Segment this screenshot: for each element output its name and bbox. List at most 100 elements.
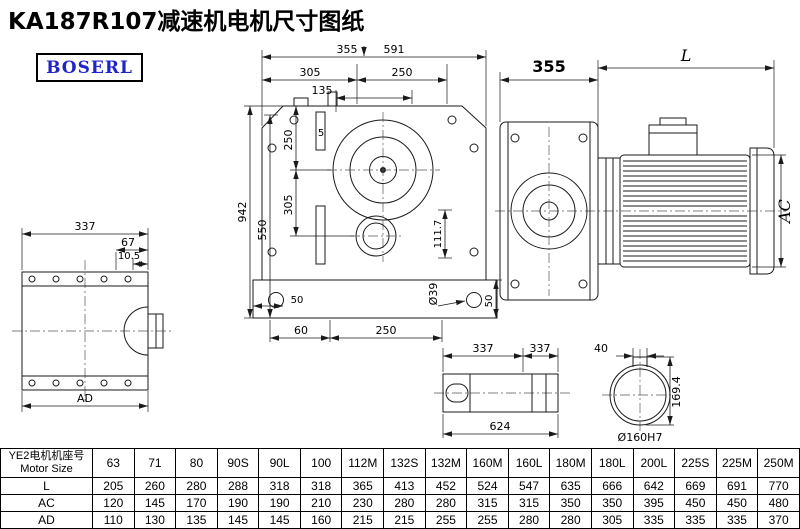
dim-250-bottom: 250 (376, 324, 397, 337)
row-label-ac: AC (0, 494, 93, 512)
dim-value-cell: 450 (674, 494, 717, 512)
motor-size-header-en: Motor Size (20, 463, 73, 475)
motor-size-column-header: 225M (715, 448, 759, 478)
foot-hole-right (466, 292, 482, 308)
dim-value-cell: 365 (341, 477, 385, 495)
shaft-keyway (445, 383, 469, 403)
dim-value-cell: 452 (424, 477, 468, 495)
dim-50-left: 50 (291, 295, 304, 306)
dim-591: 591 (384, 43, 405, 56)
dim-value-cell: 120 (92, 494, 135, 512)
dim-value-cell: 145 (133, 494, 177, 512)
motor-size-column-header: 112M (341, 448, 385, 478)
motor-size-column-header: 90L (258, 448, 301, 478)
dim-value-cell: 280 (383, 494, 426, 512)
dim-60: 60 (294, 324, 308, 337)
dim-550: 550 (256, 220, 269, 241)
motor-size-column-header: 200L (632, 448, 676, 478)
dim-value-cell: 315 (466, 494, 509, 512)
dim-value-cell: 260 (133, 477, 177, 495)
dim-value-cell: 135 (175, 511, 218, 529)
dim-value-cell: 305 (590, 511, 634, 529)
shaft-detail-view: 337 337 624 (434, 342, 570, 438)
dim-value-cell: 190 (216, 494, 260, 512)
main-front-view: 355 591 305 250 135 942 550 (236, 43, 502, 342)
motor-size-column-header: 250M (757, 448, 800, 478)
shaft-body (442, 373, 559, 413)
motor-size-column-header: 63 (92, 448, 135, 478)
dim-value-cell: 770 (757, 477, 800, 495)
dim-250-top: 250 (392, 66, 413, 79)
bore-detail-view: 40 169.4 Ø160H7 (594, 342, 683, 444)
terminal-box (648, 124, 698, 156)
dim-value-cell: 280 (549, 511, 592, 529)
dim-dia39: Ø39 (427, 283, 440, 306)
dim-value-cell: 255 (466, 511, 509, 529)
dim-value-cell: 480 (757, 494, 800, 512)
page-title: KA187R107减速机电机尺寸图纸 (8, 9, 365, 35)
logo-text: BOSERL (46, 57, 133, 78)
motor-size-column-header: 132S (383, 448, 426, 478)
dim-355-motor: 355 (532, 57, 565, 76)
motor-size-column-header: 80 (175, 448, 218, 478)
dim-value-cell: 190 (258, 494, 301, 512)
dim-40: 40 (594, 342, 608, 355)
dim-value-cell: 691 (715, 477, 759, 495)
dim-value-cell: 335 (632, 511, 676, 529)
dim-355-top: 355 (337, 43, 358, 56)
dim-AC: AC (775, 199, 794, 225)
motor-size-column-header: 71 (133, 448, 177, 478)
dim-337-width: 337 (75, 220, 96, 233)
dim-value-cell: 370 (757, 511, 800, 529)
dim-value-cell: 318 (258, 477, 301, 495)
dim-value-cell: 315 (507, 494, 551, 512)
dim-value-cell: 413 (383, 477, 426, 495)
dim-50-right: 50 (484, 295, 495, 308)
dim-value-cell: 335 (674, 511, 717, 529)
motor-cooling-fins (623, 160, 747, 262)
dim-value-cell: 130 (133, 511, 177, 529)
dim-value-cell: 255 (424, 511, 468, 529)
dim-337-b: 337 (530, 342, 551, 355)
motor-size-column-header: 160L (507, 448, 551, 478)
dim-337-a: 337 (473, 342, 494, 355)
motor-size-column-header: 225S (674, 448, 717, 478)
logo-box: BOSERL (36, 53, 143, 82)
dim-value-cell: 210 (299, 494, 343, 512)
dim-value-cell: 280 (507, 511, 551, 529)
dim-624: 624 (490, 420, 511, 433)
dim-value-cell: 280 (424, 494, 468, 512)
dim-169-4: 169.4 (670, 376, 683, 408)
dim-value-cell: 335 (715, 511, 759, 529)
dim-value-cell: 170 (175, 494, 218, 512)
dim-value-cell: 350 (549, 494, 592, 512)
dim-value-cell: 350 (590, 494, 634, 512)
dim-value-cell: 288 (216, 477, 260, 495)
dim-value-cell: 450 (715, 494, 759, 512)
dim-value-cell: 280 (175, 477, 218, 495)
dim-value-cell: 110 (92, 511, 135, 529)
motor-side-view: 355 L AC (495, 46, 794, 301)
motor-size-column-header: 90S (216, 448, 260, 478)
dim-value-cell: 215 (383, 511, 426, 529)
dim-value-cell: 215 (341, 511, 385, 529)
dim-value-cell: 524 (466, 477, 509, 495)
dim-AD: AD (77, 392, 93, 405)
shaft-boss-arc (123, 306, 149, 356)
fan-cover (749, 147, 775, 275)
dim-value-cell: 642 (632, 477, 676, 495)
motor-size-column-header: 180L (590, 448, 634, 478)
dim-value-cell: 666 (590, 477, 634, 495)
dim-305-top: 305 (300, 66, 321, 79)
foot-hole-left (268, 292, 284, 308)
dim-value-cell: 145 (258, 511, 301, 529)
dim-value-cell: 318 (299, 477, 343, 495)
row-label-l: L (0, 477, 93, 495)
dim-value-cell: 145 (216, 511, 260, 529)
